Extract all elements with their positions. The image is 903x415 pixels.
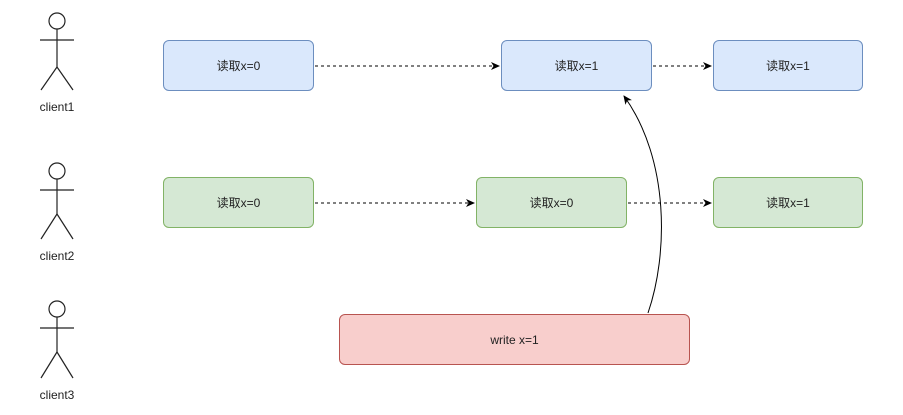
actor-label-client1: client1 <box>39 100 75 114</box>
client2-read-box-2[interactable]: 读取x=0 <box>476 177 627 228</box>
actor-label-client2: client2 <box>39 249 75 263</box>
client2-read-box-3[interactable]: 读取x=1 <box>713 177 863 228</box>
client1-read-box-1[interactable]: 读取x=0 <box>163 40 314 91</box>
client2-read-box-1[interactable]: 读取x=0 <box>163 177 314 228</box>
actor-client3-icon <box>40 300 74 379</box>
actor-label-client3: client3 <box>39 388 75 402</box>
actor-client2-icon <box>40 162 74 240</box>
client3-write-box[interactable]: write x=1 <box>339 314 690 365</box>
actor-client1-icon <box>40 12 74 91</box>
client1-read-box-2[interactable]: 读取x=1 <box>501 40 652 91</box>
client1-read-box-3[interactable]: 读取x=1 <box>713 40 863 91</box>
arrow-write-to-c1-read <box>623 95 662 314</box>
